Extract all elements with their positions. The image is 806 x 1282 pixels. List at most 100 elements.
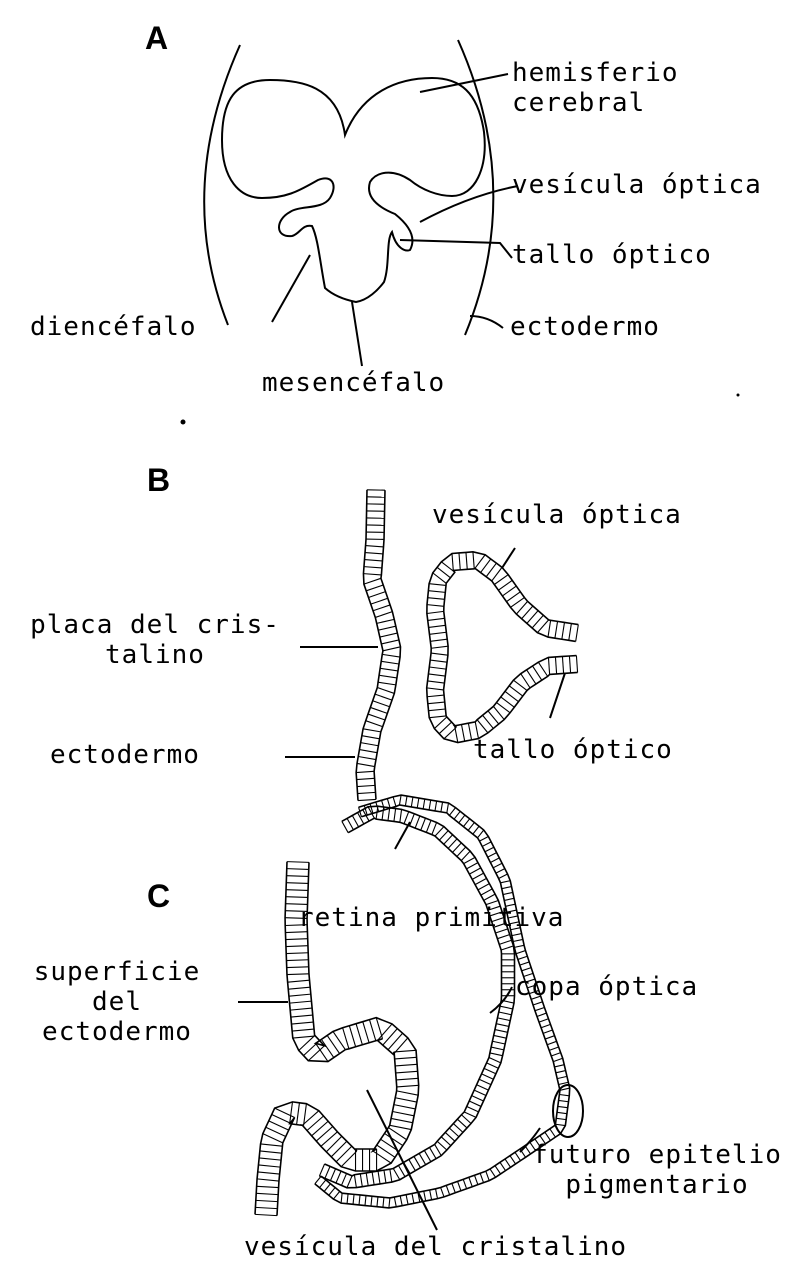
cell-divider	[452, 553, 453, 570]
cell-divider	[430, 639, 447, 641]
cell-divider	[463, 1179, 466, 1188]
cell-divider	[312, 1121, 329, 1136]
leader-vesicula-b	[502, 548, 515, 568]
cell-divider	[404, 812, 409, 824]
cell-divider	[555, 657, 556, 674]
cell-divider	[382, 800, 385, 810]
cell-divider	[331, 1141, 347, 1157]
cell-divider	[493, 863, 502, 868]
cell-divider	[365, 553, 383, 554]
cell-divider	[397, 1085, 419, 1087]
cell-divider	[363, 574, 381, 575]
cell-divider	[397, 1091, 419, 1095]
cell-divider	[500, 1162, 506, 1170]
cell-divider	[255, 1207, 277, 1208]
cell-divider	[421, 818, 426, 830]
cell-divider	[429, 716, 446, 718]
cell-divider	[435, 1144, 442, 1155]
label-futuro-epitelio-pigmentario: futuro epitelio pigmentario	[508, 1140, 806, 1200]
cell-divider	[550, 1129, 556, 1137]
cell-divider	[412, 1194, 414, 1204]
cell-divider	[321, 1132, 338, 1147]
cell-divider	[356, 771, 374, 772]
cell-divider	[481, 559, 491, 573]
cell-divider	[502, 586, 516, 596]
cell-divider	[500, 881, 510, 883]
cell-divider	[359, 1195, 360, 1205]
cell-divider	[424, 1150, 431, 1161]
cell-divider	[429, 800, 431, 810]
cell-divider	[490, 1053, 503, 1056]
cell-divider	[287, 876, 309, 877]
cell-divider	[569, 624, 572, 641]
cell-divider	[482, 842, 491, 847]
cell-divider	[286, 953, 308, 954]
cell-divider	[554, 1065, 564, 1067]
cell-divider	[469, 1101, 481, 1106]
cell-divider	[390, 1125, 412, 1129]
cell-divider	[499, 940, 511, 944]
cell-divider	[464, 857, 475, 863]
cell-divider	[496, 1024, 509, 1027]
cell-divider	[469, 1177, 472, 1186]
cell-divider	[356, 1024, 362, 1045]
cell-divider	[484, 894, 495, 900]
cell-divider	[475, 878, 486, 884]
cell-divider	[387, 799, 390, 809]
cell-divider	[488, 711, 499, 724]
cell-divider	[453, 1124, 463, 1133]
cell-divider	[257, 1179, 279, 1181]
cell-divider	[361, 743, 379, 746]
cell-divider	[395, 1057, 417, 1059]
cell-divider	[324, 1184, 330, 1192]
cell-divider	[435, 801, 437, 811]
cell-divider	[431, 646, 448, 648]
cell-divider	[395, 1064, 417, 1066]
cell-divider	[406, 1195, 408, 1205]
cell-divider	[557, 1112, 567, 1113]
cell-divider	[461, 851, 470, 861]
ectoderm-strip-b	[356, 490, 400, 801]
cell-divider	[441, 1137, 451, 1146]
cell-divider	[495, 1030, 508, 1033]
label-hemisferio-cerebral: hemisferio cerebral	[512, 58, 679, 118]
label-tallo-optico-a: tallo óptico	[512, 240, 712, 270]
cell-divider	[394, 1197, 396, 1207]
cell-divider	[428, 618, 445, 620]
leader-tallo-a	[400, 240, 512, 258]
cell-divider	[341, 1173, 346, 1185]
panel-letter-a: A	[145, 20, 168, 57]
cell-divider	[394, 1050, 416, 1052]
cell-divider	[501, 697, 515, 707]
cell-divider	[414, 1156, 421, 1167]
cell-divider	[537, 1013, 546, 1016]
cell-divider	[444, 835, 453, 845]
cell-divider	[378, 1024, 393, 1041]
cell-divider	[354, 1175, 356, 1188]
cell-divider	[428, 702, 445, 704]
cell-divider	[464, 1112, 476, 1117]
cell-divider	[429, 632, 446, 634]
cell-divider	[389, 1198, 390, 1208]
label-vesicula-del-cristalino: vesícula del cristalino	[244, 1232, 627, 1262]
cell-divider	[427, 605, 444, 607]
cell-divider	[457, 847, 466, 857]
label-ectodermo-b: ectodermo	[50, 740, 200, 770]
cell-divider	[500, 1006, 513, 1009]
cell-divider	[499, 874, 508, 879]
cell-divider	[492, 567, 502, 581]
label-copa-optica: copa óptica	[515, 972, 698, 1002]
cell-divider	[292, 1029, 314, 1031]
cell-divider	[381, 640, 399, 644]
ectoderm-strip-b-edge	[374, 490, 400, 799]
cell-divider	[353, 1194, 354, 1204]
cell-divider	[286, 939, 308, 940]
cell-divider	[382, 654, 400, 657]
cell-divider	[543, 1030, 552, 1033]
cell-divider	[555, 1125, 561, 1133]
cell-divider	[559, 1094, 569, 1095]
cell-divider	[541, 1024, 550, 1027]
cell-divider	[381, 661, 399, 664]
cell-divider	[448, 839, 457, 849]
cell-divider	[498, 580, 512, 590]
